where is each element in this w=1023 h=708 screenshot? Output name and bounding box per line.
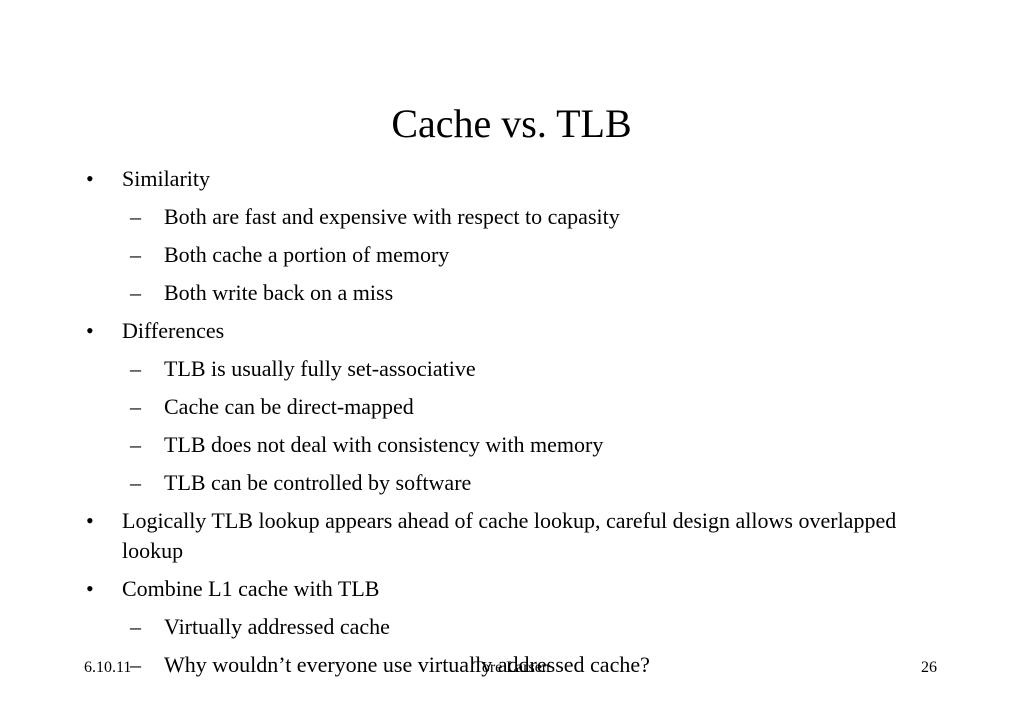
dash-marker: – (130, 614, 141, 639)
bullet-text: Combine L1 cache with TLB (122, 576, 380, 601)
bullet-marker: • (86, 576, 94, 601)
dash-marker: – (130, 470, 141, 495)
bullet-item: • Logically TLB lookup appears ahead of … (86, 506, 946, 566)
sub-bullet-item: – Both cache a portion of memory (86, 240, 946, 270)
sub-bullet-text: Both cache a portion of memory (164, 242, 450, 267)
sub-bullet-text: Both are fast and expensive with respect… (164, 204, 620, 229)
bullet-marker: • (86, 508, 94, 533)
bullet-marker: • (86, 318, 94, 343)
slide-title: Cache vs. TLB (391, 101, 632, 146)
dash-marker: – (130, 652, 141, 677)
bullet-text: Differences (122, 318, 225, 343)
sub-bullet-item: – TLB does not deal with consistency wit… (86, 430, 946, 460)
sub-bullet-item: – TLB is usually fully set-associative (86, 354, 946, 384)
bullet-marker: • (86, 166, 94, 191)
sub-bullet-text: TLB can be controlled by software (164, 470, 472, 495)
sub-bullet-text: Why wouldn’t everyone use virtually addr… (164, 652, 650, 677)
sub-bullet-text: Cache can be direct-mapped (164, 394, 414, 419)
sub-bullet-text: TLB is usually fully set-associative (164, 356, 476, 381)
sub-bullet-text: TLB does not deal with consistency with … (164, 432, 604, 457)
dash-marker: – (130, 204, 141, 229)
dash-marker: – (130, 242, 141, 267)
bullet-item: • Differences (86, 316, 946, 346)
dash-marker: – (130, 432, 141, 457)
bullet-item: • Combine L1 cache with TLB (86, 574, 946, 604)
footer-date: 6.10.11 (84, 659, 132, 676)
sub-bullet-item: – Both are fast and expensive with respe… (86, 202, 946, 232)
sub-bullet-item: – TLB can be controlled by software (86, 468, 946, 498)
footer-author: Tore Larsen (473, 659, 550, 676)
bullet-text: Logically TLB lookup appears ahead of ca… (122, 508, 897, 563)
slide-content: • Similarity – Both are fast and expensi… (86, 160, 946, 680)
dash-marker: – (130, 356, 141, 381)
page-number: 26 (921, 659, 937, 676)
dash-marker: – (130, 280, 141, 305)
sub-bullet-text: Both write back on a miss (164, 280, 394, 305)
sub-bullet-item: – Virtually addressed cache (86, 612, 946, 642)
sub-bullet-text: Virtually addressed cache (164, 614, 390, 639)
bullet-text: Similarity (122, 166, 210, 191)
sub-bullet-item: – Both write back on a miss (86, 278, 946, 308)
sub-bullet-item: – Why wouldn’t everyone use virtually ad… (86, 650, 946, 680)
sub-bullet-item: – Cache can be direct-mapped (86, 392, 946, 422)
bullet-item: • Similarity (86, 164, 946, 194)
dash-marker: – (130, 394, 141, 419)
